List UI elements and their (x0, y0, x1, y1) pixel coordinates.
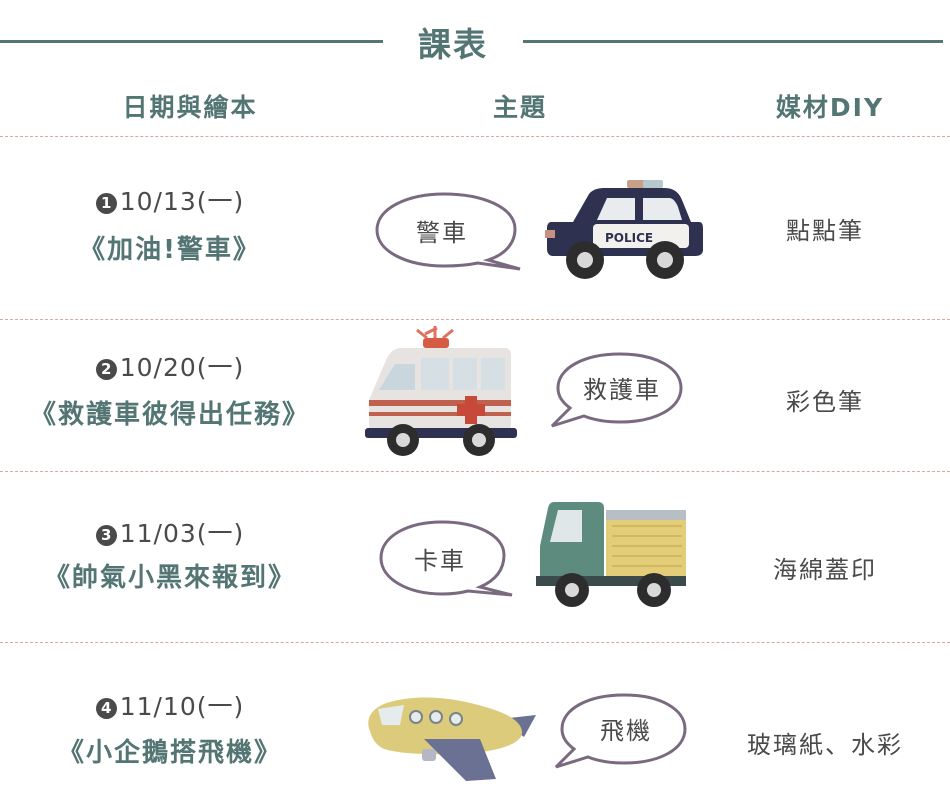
theme-speech-bubble: 卡車 (376, 517, 516, 599)
header-theme: 主題 (492, 93, 547, 122)
session-number-badge: 3 (95, 525, 117, 546)
row-divider (0, 136, 950, 137)
book-title: 《小企鵝搭飛機》 (57, 738, 282, 768)
theme-label: 飛機 (600, 716, 652, 745)
title-rule-right (523, 40, 943, 43)
header-media: 媒材DIY (775, 93, 885, 122)
header-date-book: 日期與繪本 (122, 93, 258, 122)
book-title: 《加油!警車》 (79, 235, 261, 265)
page-title: 課表 (418, 25, 488, 64)
row-divider (0, 471, 950, 472)
row-divider (0, 642, 950, 643)
airplane-icon (360, 683, 544, 787)
book-title: 《救護車彼得出任務》 (29, 400, 310, 430)
police-car-icon: POLICE (545, 180, 705, 290)
title-rule-left (0, 40, 383, 43)
police-label: POLICE (605, 231, 653, 245)
media-diy: 彩色筆 (786, 388, 864, 416)
row-divider (0, 319, 950, 320)
session-number-badge: 4 (95, 698, 117, 719)
book-title: 《帥氣小黑來報到》 (43, 563, 296, 593)
theme-label: 救護車 (583, 375, 661, 404)
media-diy: 點點筆 (786, 217, 864, 245)
media-diy: 玻璃紙、水彩 (747, 731, 903, 759)
theme-speech-bubble: 救護車 (548, 350, 686, 430)
session-number-badge: 2 (95, 359, 117, 380)
media-diy: 海綿蓋印 (773, 556, 877, 584)
theme-label: 警車 (416, 218, 468, 247)
session-number-badge: 1 (95, 193, 117, 214)
theme-label: 卡車 (414, 546, 466, 575)
theme-speech-bubble: 警車 (372, 189, 524, 271)
ambulance-icon (365, 324, 517, 464)
truck-icon (532, 498, 690, 614)
title-bar: 課表 (0, 0, 950, 80)
theme-speech-bubble: 飛機 (552, 691, 690, 771)
